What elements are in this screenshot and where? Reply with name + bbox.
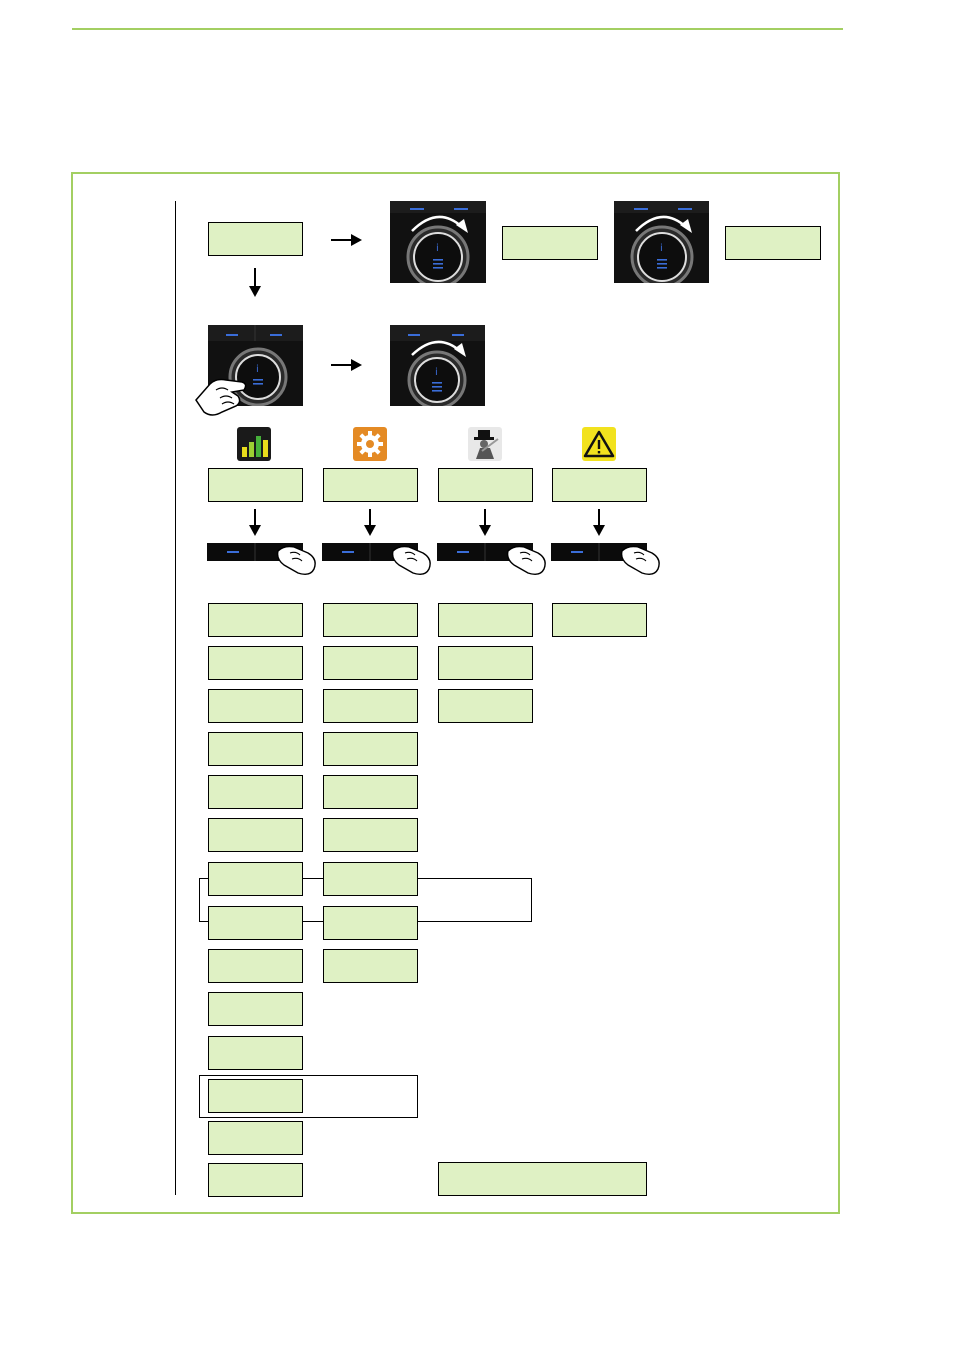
category-box-3 [438,468,533,502]
svg-text:i: i [435,367,438,378]
category-box-2 [323,468,418,502]
start-box [208,222,303,256]
arrow-down-1 [249,509,261,536]
menu-box [208,1163,303,1197]
menu-box [323,862,418,896]
arrow-down-2 [364,509,376,536]
menu-box [208,775,303,809]
bar-chart-icon [237,427,271,461]
menu-box [208,732,303,766]
category-box-1 [208,468,303,502]
after-rotate-box-2 [725,226,821,260]
menu-box [208,906,303,940]
menu-box [323,689,418,723]
menu-box [323,732,418,766]
category-box-4 [552,468,647,502]
gear-icon [353,427,387,461]
menu-box [208,1079,303,1113]
menu-box [323,906,418,940]
bottom-wide-box [438,1162,647,1196]
menu-box [323,646,418,680]
menu-box [208,949,303,983]
menu-box [323,818,418,852]
menu-box [323,775,418,809]
menu-box [438,646,533,680]
svg-text:i: i [436,243,439,254]
menu-box [208,603,303,637]
warning-icon [582,427,616,461]
menu-box [208,646,303,680]
menu-box [438,689,533,723]
after-rotate-box-1 [502,226,598,260]
menu-box [208,1036,303,1070]
control-knob-rotate-panel-3: i [390,325,485,406]
menu-box [438,603,533,637]
menu-box [323,603,418,637]
pressing-hand-icon [391,545,431,576]
control-knob-rotate-panel-1: i [390,201,486,283]
group-outline-2 [199,1075,418,1118]
menu-box [552,603,647,637]
menu-box [208,992,303,1026]
menu-box [208,818,303,852]
svg-text:i: i [256,364,259,375]
pressing-hand-icon [620,545,660,576]
menu-box [208,862,303,896]
arrow-right-1 [331,234,362,246]
pressing-hand-icon [506,545,546,576]
control-knob-rotate-panel-2: i [614,201,709,283]
diagram-frame [71,172,840,1214]
menu-box [208,689,303,723]
arrow-down-3 [479,509,491,536]
menu-box [323,949,418,983]
menu-box [208,1121,303,1155]
arrow-down-start [249,268,261,297]
vertical-guide-line [175,201,176,1195]
arrow-right-2 [331,359,362,371]
pressing-hand-icon [195,378,247,416]
top-rule [72,28,843,30]
arrow-down-4 [593,509,605,536]
svg-text:i: i [660,243,663,254]
chimney-sweep-icon [468,427,502,461]
pressing-hand-icon [276,545,316,576]
